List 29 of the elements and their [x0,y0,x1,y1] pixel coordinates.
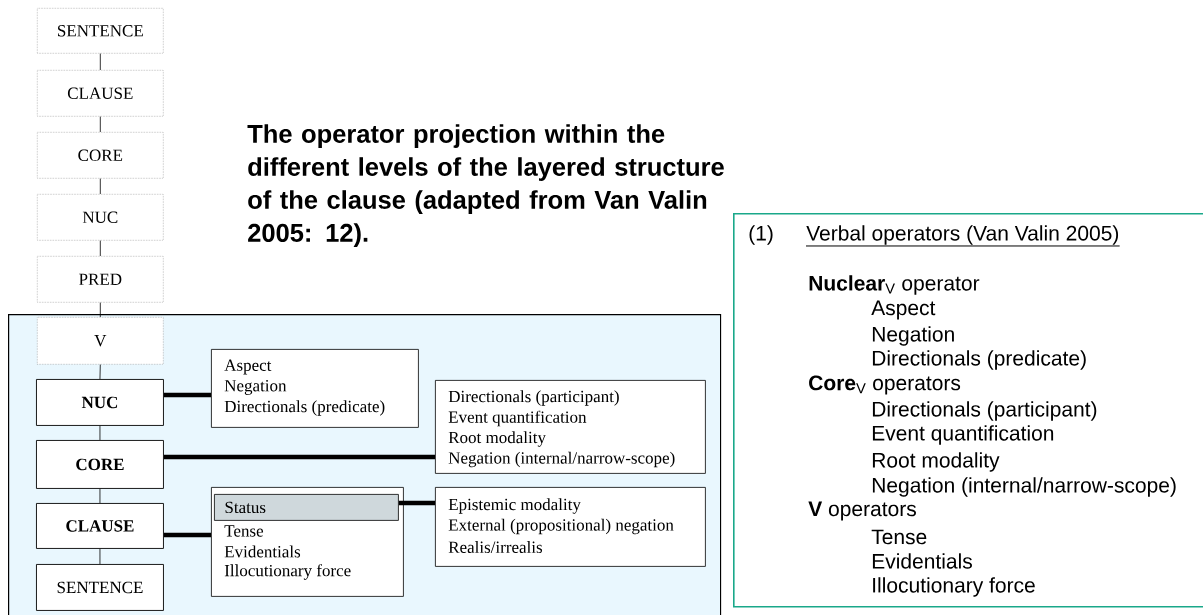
level-box: V [37,317,164,365]
tree-line [99,240,101,257]
connector-bar [398,500,435,506]
connector-bar [163,532,211,538]
operator-box: Aspect Negation Directionals (predicate) [211,349,419,428]
connector-bar [163,454,435,460]
level-box: CORE [37,132,164,179]
tree-line [99,116,101,133]
example-box: (1) Verbal operators (Van Valin 2005) Nuclear$_{V}$ operator Aspect Negation Directionals (predicate) Core$_{V}$ operators Directionals (participant) Event quantification Root modality Negation (internal/narrow-scope) V operators Tense Evidentials Illocutionary force [733,213,1203,608]
tree-line [99,425,101,441]
level-box: CORE [36,440,164,489]
title: The operator projection within the different levels of the layered structure of the clause (adapted from Van Valin 2005: 12). [247,124,724,247]
tree-line [99,53,101,71]
level-box: CLAUSE [37,70,164,117]
level-box: CLAUSE [36,503,164,549]
connector-bar [163,392,211,398]
level-box: NUC [36,379,164,426]
operator-box: Epistemic modality External (propositional) negation Realis/irrealis [435,487,706,567]
tree-line [99,302,101,318]
tree-line [99,364,101,380]
level-box: PRED [37,256,164,303]
operator-box: Directionals (participant) Event quantification Root modality Negation (internal/narrow-scope) [435,380,706,474]
level-box: NUC [37,194,164,241]
tree-line [99,548,101,565]
highlighted-operator: Status [214,494,399,521]
level-box: SENTENCE [36,564,164,611]
level-box: SENTENCE [37,8,164,54]
tree-line [99,488,101,504]
tree-line [99,178,101,195]
